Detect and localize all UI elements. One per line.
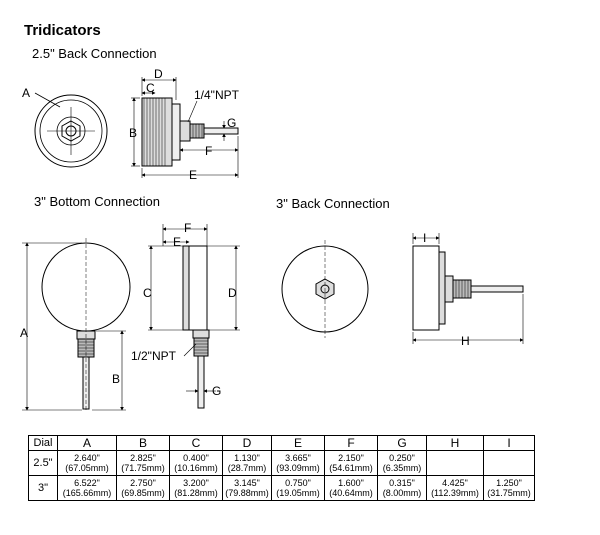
label-d-bottom: D [228, 286, 237, 300]
table-cell: 1.250"(31.75mm) [483, 475, 535, 501]
label-g-bottom: G [212, 384, 221, 398]
header-c: C [169, 435, 223, 451]
label-c-bottom: C [143, 286, 152, 300]
header-d: D [222, 435, 272, 451]
label-h-back: H [461, 334, 470, 348]
table-cell: 3.145"(79.88mm) [222, 475, 272, 501]
front-view-2-5-back [34, 92, 108, 168]
header-e: E [271, 435, 325, 451]
label-npt-half: 1/2"NPT [131, 349, 177, 363]
front-view-3-bottom [22, 238, 131, 412]
label-b-side: B [129, 126, 137, 140]
table-cell: 0.400"(10.16mm) [169, 450, 223, 476]
table-cell: 4.425"(112.39mm) [426, 475, 484, 501]
page-title: Tridicators [24, 22, 101, 39]
dimensions-table: Dial A B C D E F G H I 2.5" 2.640"(67.05… [28, 435, 535, 501]
row-dial-2-5: 2.5" [28, 450, 58, 476]
table-cell: 2.150"(54.61mm) [324, 450, 378, 476]
table-cell: 3.665"(93.09mm) [271, 450, 325, 476]
table-cell: 1.130"(28.7mm) [222, 450, 272, 476]
label-e-side: E [189, 168, 197, 182]
header-i: I [483, 435, 535, 451]
label-g-side: G [227, 116, 236, 130]
table-cell [426, 450, 484, 476]
table-cell: 0.315"(8.00mm) [377, 475, 427, 501]
label-a-front: A [22, 86, 30, 100]
table-row: 2.5" 2.640"(67.05mm) 2.825"(71.75mm) 0.4… [28, 450, 535, 476]
label-c-side: C [146, 81, 155, 95]
label-e-bottom: E [173, 235, 181, 249]
header-g: G [377, 435, 427, 451]
side-view-3-back [412, 233, 524, 344]
table-cell: 1.600"(40.64mm) [324, 475, 378, 501]
header-f: F [324, 435, 378, 451]
header-h: H [426, 435, 484, 451]
table-cell: 2.750"(69.85mm) [116, 475, 170, 501]
table-header-row: Dial A B C D E F G H I [28, 435, 535, 451]
front-view-3-back [281, 240, 369, 338]
label-a-bottom: A [20, 326, 28, 340]
row-dial-3: 3" [28, 475, 58, 501]
table-cell: 3.200"(81.28mm) [169, 475, 223, 501]
section-title-3-back-connection: 3" Back Connection [276, 196, 390, 211]
table-cell [483, 450, 535, 476]
table-cell: 0.250"(6.35mm) [377, 450, 427, 476]
label-b-bottom: B [112, 372, 120, 386]
table-cell: 0.750"(19.05mm) [271, 475, 325, 501]
table-row: 3" 6.522"(165.66mm) 2.750"(69.85mm) 3.20… [28, 475, 535, 501]
label-f-side: F [205, 144, 212, 158]
header-b: B [116, 435, 170, 451]
label-f-bottom: F [184, 221, 191, 235]
label-i-back: I [423, 231, 426, 245]
table-cell: 6.522"(165.66mm) [57, 475, 117, 501]
section-title-2-5-back-connection: 2.5" Back Connection [32, 46, 157, 61]
label-d-side: D [154, 67, 163, 81]
header-a: A [57, 435, 117, 451]
side-view-3-bottom [148, 224, 240, 409]
side-view-2-5-back [131, 77, 239, 178]
table-cell: 2.825"(71.75mm) [116, 450, 170, 476]
section-title-3-bottom-connection: 3" Bottom Connection [34, 194, 161, 209]
header-dial: Dial [28, 435, 58, 451]
table-cell: 2.640"(67.05mm) [57, 450, 117, 476]
label-npt-quarter: 1/4"NPT [194, 88, 240, 102]
